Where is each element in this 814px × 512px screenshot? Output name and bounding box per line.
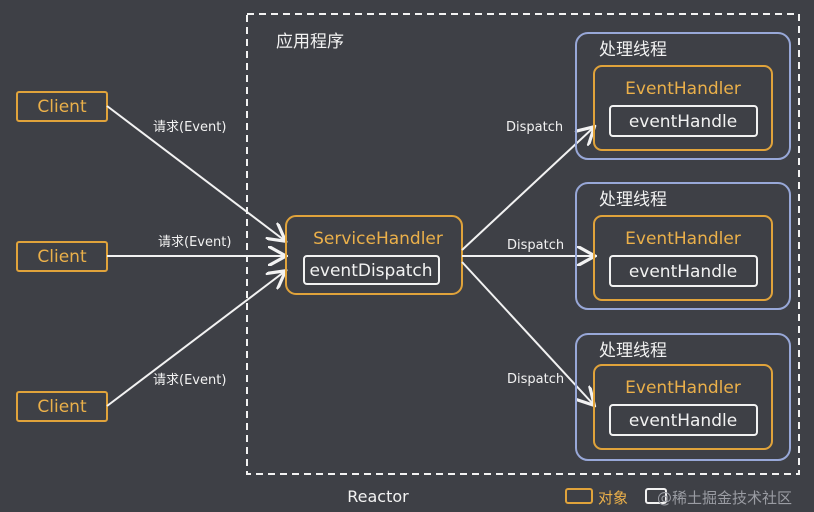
service-handler-title: ServiceHandler [313,229,443,249]
event-handler-title: EventHandler [625,378,741,398]
legend-method-swatch [645,488,667,504]
processing-thread-box: 处理线程 EventHandler eventHandle [575,32,791,160]
legend-object-swatch [565,488,593,504]
event-handle-method-box [609,255,758,287]
event-dispatch-label: eventDispatch [309,261,432,281]
event-dispatch-method-box [303,255,440,285]
processing-thread-box: 处理线程 EventHandler eventHandle [575,182,791,310]
event-handler-title: EventHandler [625,79,741,99]
processing-thread-box: 处理线程 EventHandler eventHandle [575,333,791,461]
client-label: Client [37,247,87,267]
request-edge-label: 请求(Event) [153,373,226,388]
reactor-label: Reactor [347,487,409,506]
request-arrow [106,272,284,407]
event-handle-method-box [609,105,758,137]
application-title: 应用程序 [276,32,344,52]
request-edge-label: 请求(Event) [153,120,226,135]
dispatch-arrow [461,128,593,251]
thread-title: 处理线程 [599,40,667,60]
event-handle-label: eventHandle [629,262,737,282]
event-handle-label: eventHandle [629,411,737,431]
dispatch-edge-label: Dispatch [506,120,563,135]
dispatch-edge-label: Dispatch [507,238,564,253]
event-handler-box [593,364,773,450]
dispatch-edge-label: Dispatch [507,372,564,387]
thread-title: 处理线程 [599,341,667,361]
application-boundary [246,13,800,475]
event-handle-method-box [609,404,758,436]
client-box: Client [16,391,108,422]
dispatch-arrow [461,261,593,404]
client-label: Client [37,397,87,417]
thread-title: 处理线程 [599,190,667,210]
service-handler-box: ServiceHandler eventDispatch [285,215,463,295]
client-box: Client [16,91,108,122]
event-handler-title: EventHandler [625,229,741,249]
client-label: Client [37,97,87,117]
watermark: @稀土掘金技术社区 [657,489,792,507]
request-edge-label: 请求(Event) [158,235,231,250]
event-handler-box [593,65,773,151]
request-arrow [106,105,284,240]
legend-object-label: 对象 [598,489,628,507]
event-handle-label: eventHandle [629,112,737,132]
event-handler-box [593,215,773,301]
client-box: Client [16,241,108,272]
